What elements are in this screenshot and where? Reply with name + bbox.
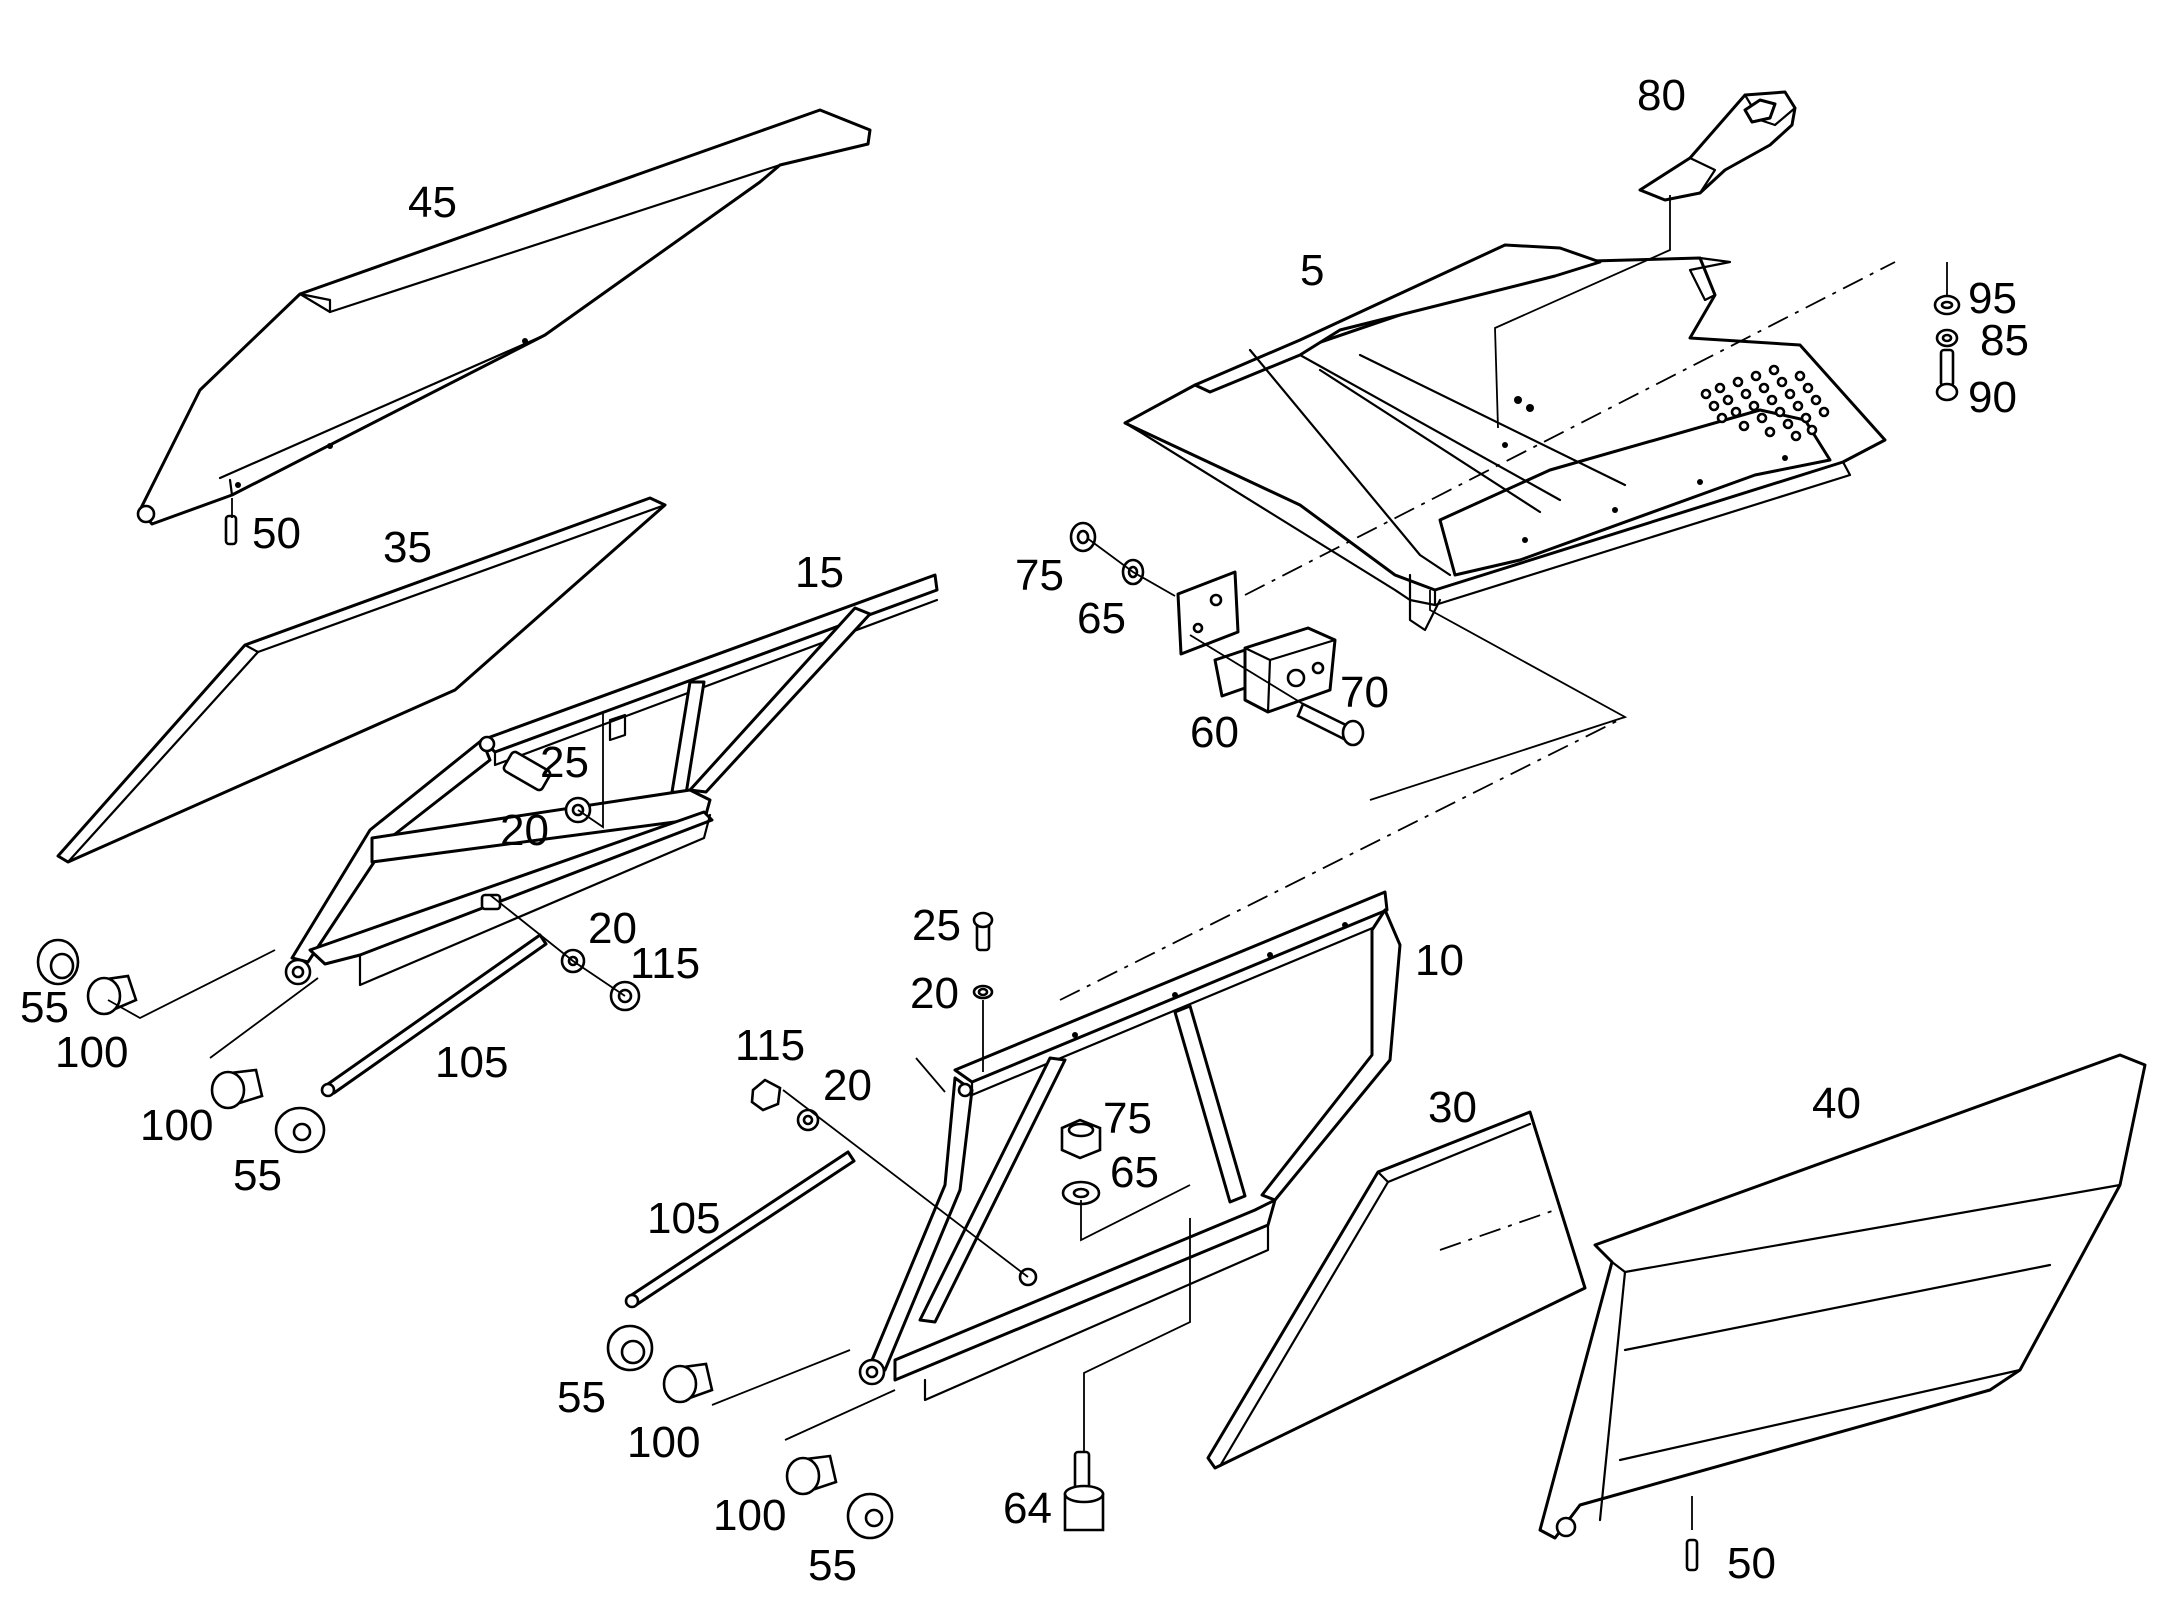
cover-panel-40: [1538, 1053, 2147, 1540]
cover-panel-45: [136, 108, 872, 526]
callout-75-lower: 75: [1103, 1094, 1152, 1143]
bushing-100-upper-left: [86, 974, 138, 1016]
callout-55-upper-left: 55: [20, 983, 69, 1032]
callout-20-lower-b: 20: [823, 1061, 872, 1110]
callout-100-lower-right: 100: [713, 1491, 786, 1540]
callout-20-upper-b: 20: [588, 904, 637, 953]
callout-105-upper: 105: [435, 1038, 508, 1087]
bushing-55-lower-left: [606, 1324, 654, 1372]
bushing-100-upper-right: [210, 1068, 264, 1110]
screw-50-bottom: [1685, 1538, 1699, 1572]
callout-100-upper-right: 100: [140, 1101, 213, 1150]
callout-15: 15: [795, 548, 844, 597]
callout-50-top: 50: [252, 509, 301, 558]
bolt-25-lower: [972, 911, 994, 952]
bushing-55-lower-right: [846, 1492, 894, 1540]
callout-60: 60: [1190, 708, 1239, 757]
screw-50-top: [224, 514, 238, 546]
callout-30: 30: [1428, 1083, 1477, 1132]
main-tray-5: [1123, 243, 1887, 632]
bracket-60: [1213, 626, 1337, 714]
callout-5: 5: [1300, 246, 1324, 295]
callout-55-lower-right: 55: [808, 1541, 857, 1590]
gas-spring-105-lower: [624, 1150, 856, 1309]
callout-45: 45: [408, 178, 457, 227]
screw-70: [1296, 702, 1365, 747]
hinge-pin-upper: [480, 893, 502, 911]
washer-95: [1933, 294, 1961, 316]
callout-50-bottom: 50: [1727, 1539, 1776, 1588]
mounting-plate: [1176, 570, 1240, 656]
nut-75-lower: [1060, 1118, 1102, 1160]
lower-panel-30: [1206, 1110, 1587, 1470]
upper-frame-15: [284, 573, 939, 987]
washer-20-lower: [972, 984, 994, 1000]
screw-90: [1935, 348, 1959, 402]
callout-100-lower-left: 100: [627, 1418, 700, 1467]
vent-grille: [1700, 364, 1830, 442]
handle-80: [1638, 90, 1797, 202]
callout-80: 80: [1637, 71, 1686, 120]
lower-frame-10: [858, 890, 1402, 1402]
callout-64: 64: [1003, 1484, 1052, 1533]
callout-20-lower: 20: [910, 969, 959, 1018]
bushing-55-upper-left: [36, 938, 80, 986]
nut-75-upper: [1069, 521, 1097, 553]
spacer-64: [1063, 1450, 1105, 1532]
bushing-100-lower-right: [785, 1454, 838, 1496]
callout-25-lower: 25: [912, 901, 961, 950]
callout-10: 10: [1415, 936, 1464, 985]
callout-55-upper-right: 55: [233, 1151, 282, 1200]
callout-20-upper: 20: [500, 806, 549, 855]
callout-70: 70: [1340, 668, 1389, 717]
callout-65-upper: 65: [1077, 594, 1126, 643]
nut-115-lower: [750, 1078, 782, 1112]
washer-20-lower-b: [796, 1108, 820, 1132]
callout-85: 85: [1980, 316, 2029, 365]
gas-spring-105-upper: [320, 933, 548, 1098]
callout-95: 95: [1968, 274, 2017, 323]
callout-25-upper: 25: [540, 738, 589, 787]
callout-115-upper: 115: [630, 939, 700, 988]
callout-100-upper-left: 100: [55, 1028, 128, 1077]
callout-115-lower: 115: [735, 1021, 805, 1070]
leader-lines: [107, 195, 1948, 1530]
callout-40: 40: [1812, 1079, 1861, 1128]
washer-85: [1935, 328, 1959, 348]
callout-75-upper: 75: [1015, 551, 1064, 600]
callout-65-lower: 65: [1110, 1148, 1159, 1197]
callout-90: 90: [1968, 373, 2017, 422]
callout-35: 35: [383, 523, 432, 572]
bolt-25-upper: [502, 750, 552, 792]
callouts: 80 45 5 95 85 90 50 35 15 75 65 70 60 25…: [20, 71, 2029, 1590]
bushing-100-lower-left: [662, 1362, 714, 1404]
callout-105-lower: 105: [647, 1194, 720, 1243]
callout-55-lower-left: 55: [557, 1373, 606, 1422]
bushing-55-upper-right: [274, 1106, 326, 1154]
flat-panel-35: [56, 496, 667, 864]
